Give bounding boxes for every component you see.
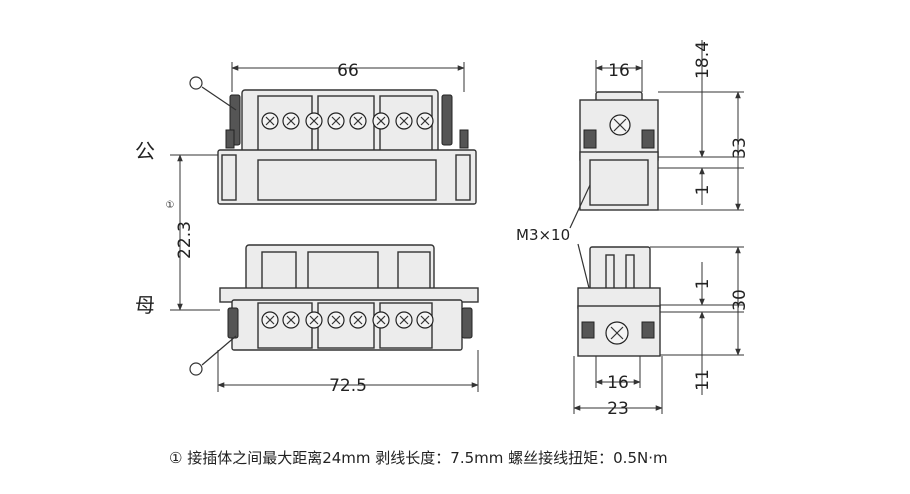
dim-16-top: 16	[608, 61, 630, 81]
male-side-view	[579, 91, 659, 211]
male-front-view	[189, 76, 477, 205]
ground-icon-top	[189, 76, 203, 90]
dim-1-top: 1	[693, 185, 713, 196]
dim-1-bottom: 1	[693, 279, 713, 290]
dim-18-4: 18.4	[693, 41, 713, 79]
ground-icon-bottom	[189, 362, 203, 376]
label-male: 公	[135, 139, 155, 163]
dim-23: 23	[607, 399, 629, 419]
dim-33: 33	[730, 137, 750, 159]
label-female: 母	[135, 293, 155, 317]
male-terminal-screws	[261, 112, 434, 130]
dim-30: 30	[730, 289, 750, 311]
female-terminal-screws	[261, 311, 434, 329]
female-front-view	[189, 244, 479, 376]
dim-mark: ①	[166, 200, 175, 211]
dim-72-5: 72.5	[329, 376, 367, 396]
screw-spec-label: M3×10	[516, 226, 570, 244]
footnote: ① 接插体之间最大距离24mm 剥线长度：7.5mm 螺丝接线扭矩：0.5N·m	[169, 449, 668, 467]
dim-22-3: 22.3	[175, 221, 195, 259]
dim-66: 66	[337, 61, 359, 81]
dim-16-bottom: 16	[607, 373, 629, 393]
dim-11: 11	[693, 369, 713, 391]
female-side-view	[577, 246, 661, 357]
